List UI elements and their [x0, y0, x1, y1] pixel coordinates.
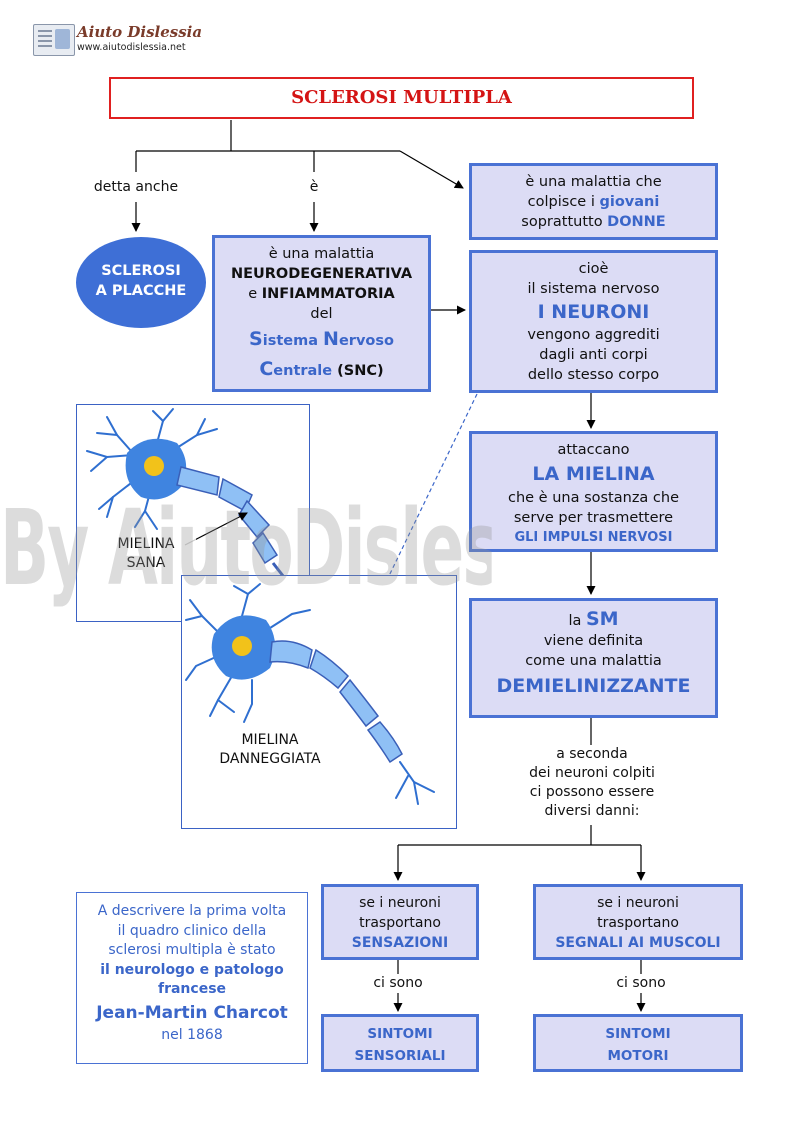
giov-line2: colpisce i giovani [472, 192, 715, 212]
mot-line2: trasportano [597, 915, 679, 931]
def-line5: Sistema Nervoso [215, 328, 428, 352]
label-mielina-sana: MIELINA SANA [96, 535, 196, 573]
neur-line2: il sistema nervoso [527, 281, 660, 297]
photo-mielina-danneggiata [181, 575, 457, 829]
sintomi-sensoriali-box: SINTOMI SENSORIALI [321, 1014, 479, 1072]
sm-line1: la SM [472, 609, 715, 631]
label-detta-anche: detta anche [93, 179, 179, 195]
neuroni-box: cioè il sistema nervoso I NEURONI vengon… [469, 250, 718, 393]
sintomi-motori-box: SINTOMI MOTORI [533, 1014, 743, 1072]
neur-line3: I NEURONI [537, 301, 650, 323]
sana-line1: MIELINA [117, 536, 175, 552]
def-line6: Centrale (SNC) [215, 358, 428, 382]
sensazioni-box: se i neuroni trasportano SENSAZIONI [321, 884, 479, 960]
def-n: N [323, 328, 339, 350]
ch-line4: il neurologo e patologo [100, 961, 284, 978]
ss-line2: SENSORIALI [354, 1048, 446, 1064]
ch-line5: francese [157, 981, 227, 997]
def-line2: NEURODEGENERATIVA [230, 266, 413, 282]
def-s: S [249, 328, 263, 350]
neur-line6: dello stesso corpo [527, 367, 660, 383]
logo-url: www.aiutodislessia.net [77, 42, 186, 53]
page-title: SCLEROSI MULTIPLA [109, 77, 694, 119]
mot-line3: SEGNALI AI MUSCOLI [555, 935, 721, 951]
label-mielina-danneggiata: MIELINA DANNEGGIATA [195, 731, 345, 769]
sm-line4: DEMIELINIZZANTE [496, 675, 691, 697]
def-line3b: INFIAMMATORIA [261, 286, 395, 302]
giov-line2b: giovani [599, 194, 660, 210]
def-istema: istema [262, 333, 324, 349]
ci-sono-right: ci sono [601, 974, 681, 993]
sec-line4: diversi danni: [544, 803, 640, 819]
charcot-box: A descrivere la prima volta il quadro cl… [76, 892, 308, 1064]
giov-line3b: DONNE [607, 214, 666, 230]
ch-line2: il quadro clinico della [117, 922, 267, 939]
sec-line2: dei neuroni colpiti [529, 765, 655, 781]
sm-line3: come una malattia [525, 653, 662, 669]
def-ervoso: ervoso [338, 333, 394, 349]
def-line3: e INFIAMMATORIA [215, 284, 428, 304]
sm-line1a: la [568, 613, 586, 629]
ch-line7: nel 1868 [161, 1026, 223, 1043]
ch-line3: sclerosi multipla è stato [108, 942, 276, 958]
def-line3a: e [248, 286, 262, 302]
mot-line1: se i neuroni [597, 895, 679, 911]
miel-line2: LA MIELINA [532, 463, 655, 485]
sm-line1b: SM [585, 608, 619, 630]
sens-line3: SENSAZIONI [351, 935, 449, 951]
sm2-line1: SINTOMI [605, 1026, 671, 1042]
def-snc: (SNC) [332, 363, 384, 379]
oval-sclerosi-a-placche: SCLEROSI A PLACCHE [76, 237, 206, 328]
definition-box: è una malattia NEURODEGENERATIVA e INFIA… [212, 235, 431, 392]
sec-line3: ci possono essere [529, 784, 655, 800]
seconda-text: a seconda dei neuroni colpiti ci possono… [500, 745, 684, 821]
giov-line3a: soprattutto [521, 214, 608, 230]
sm-box: la SM viene definita come una malattia D… [469, 598, 718, 718]
label-e: è [309, 179, 319, 195]
sens-line1: se i neuroni [359, 895, 441, 911]
logo-title: Aiuto Dislessia [77, 23, 203, 41]
def-line4: del [310, 306, 333, 322]
giov-line2a: colpisce i [527, 194, 600, 210]
miel-line3: che è una sostanza che [507, 490, 680, 506]
neur-line1: cioè [578, 261, 609, 277]
ci-sono-left: ci sono [358, 974, 438, 993]
neur-line4: vengono aggrediti [527, 327, 660, 343]
def-c: C [259, 358, 274, 380]
neuron-damaged-illustration [185, 583, 435, 805]
sm-line2: viene definita [543, 633, 644, 649]
sana-line2: SANA [126, 555, 166, 571]
segnali-box: se i neuroni trasportano SEGNALI AI MUSC… [533, 884, 743, 960]
neur-line5: dagli anti corpi [539, 347, 648, 363]
dann-line2: DANNEGGIATA [219, 751, 321, 767]
oval-line1: SCLEROSI [101, 263, 181, 279]
def-line1: è una malattia [268, 246, 375, 262]
sm2-line2: MOTORI [607, 1048, 669, 1064]
ss-line1: SINTOMI [367, 1026, 433, 1042]
giovani-box: è una malattia che colpisce i giovani so… [469, 163, 718, 240]
sens-line2: trasportano [359, 915, 441, 931]
giov-line3: soprattutto DONNE [472, 212, 715, 232]
site-logo[interactable]: Aiuto Dislessia www.aiutodislessia.net [33, 22, 202, 58]
neuron-healthy-illustration [86, 408, 289, 582]
mielina-box: attaccano LA MIELINA che è una sostanza … [469, 431, 718, 552]
sec-line1: a seconda [556, 746, 628, 762]
book-icon [33, 24, 75, 56]
giov-line1: è una malattia che [525, 174, 662, 190]
dann-line1: MIELINA [241, 732, 299, 748]
miel-line1: attaccano [557, 442, 630, 458]
miel-line4: serve per trasmettere [513, 510, 674, 526]
title-text: SCLEROSI MULTIPLA [291, 87, 512, 108]
ch-line6: Jean-Martin Charcot [96, 1002, 288, 1023]
def-entrale: entrale [273, 363, 333, 379]
miel-line5: GLI IMPULSI NERVOSI [514, 530, 673, 545]
oval-line2: A PLACCHE [95, 283, 187, 299]
ch-line1: A descrivere la prima volta [97, 903, 287, 919]
